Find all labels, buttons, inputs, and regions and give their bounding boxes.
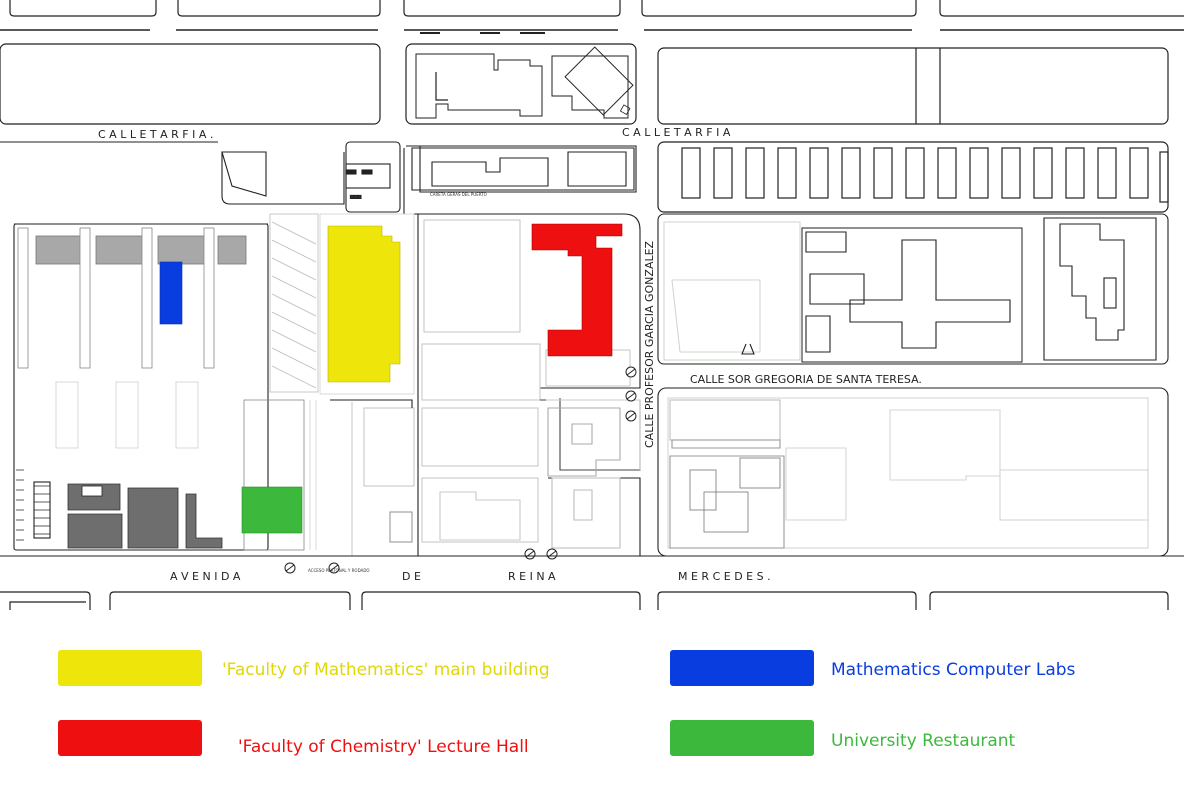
legend-swatch-restaurant	[670, 720, 814, 756]
bottom-blocks	[0, 555, 1184, 610]
legend-label-computer-labs: Mathematics Computer Labs	[831, 660, 1076, 680]
legend-label-restaurant: University Restaurant	[831, 731, 1016, 751]
street-label-mercedes: M E R C E D E S .	[678, 570, 771, 583]
top-blocks	[9, 0, 1184, 17]
computer-labs-shape	[159, 261, 183, 325]
street-label-sor-gregoria: CALLE SOR GREGORIA DE SANTA TERESA.	[690, 373, 922, 386]
legend-swatch-chemistry-hall	[58, 720, 202, 756]
road-markings-top	[0, 29, 1184, 34]
svg-text:■■■: ■■■	[350, 194, 362, 199]
street-label-reina: R E I N A	[508, 570, 556, 583]
legend-swatch-computer-labs	[670, 650, 814, 686]
street-label-calle-tarfia-left: C A L L E T A R F I A .	[98, 128, 213, 141]
caseta-label: CARETA GERAS DEL PUERTO	[430, 192, 487, 197]
street-label-de: D E	[402, 570, 421, 583]
legend-label-math-building: 'Faculty of Mathematics' main building	[222, 660, 550, 680]
right-bottom-block	[657, 387, 1169, 557]
street-label-calle-tarfia-right: C A L L E T A R F I A	[622, 126, 731, 139]
second-row-blocks	[0, 43, 1169, 125]
barracks-block	[657, 141, 1169, 213]
campus-map: C A L L E T A R F I A . C A L L E T A R …	[0, 0, 1184, 610]
street-label-avenida: A V E N I D A	[170, 570, 241, 583]
street-label-profesor: CALLE PROFESOR GARCIA GONZALEZ	[643, 240, 656, 448]
right-middle-block	[657, 213, 1169, 365]
legend-swatch-math-building	[58, 650, 202, 686]
entrance-area: ■■■	[221, 141, 405, 214]
restaurant-shape	[241, 486, 303, 534]
center-block	[330, 145, 641, 556]
acceso-bottom-label: ACCESO PEATONAL Y RODADO	[308, 568, 370, 573]
no-entry-signs	[284, 366, 637, 574]
left-campus	[0, 141, 269, 551]
chemistry-hall-shape	[531, 223, 623, 357]
legend-label-chemistry-hall: 'Faculty of Chemistry' Lecture Hall	[238, 737, 529, 757]
parking-zone	[243, 213, 415, 551]
math-building-shape	[327, 225, 401, 383]
